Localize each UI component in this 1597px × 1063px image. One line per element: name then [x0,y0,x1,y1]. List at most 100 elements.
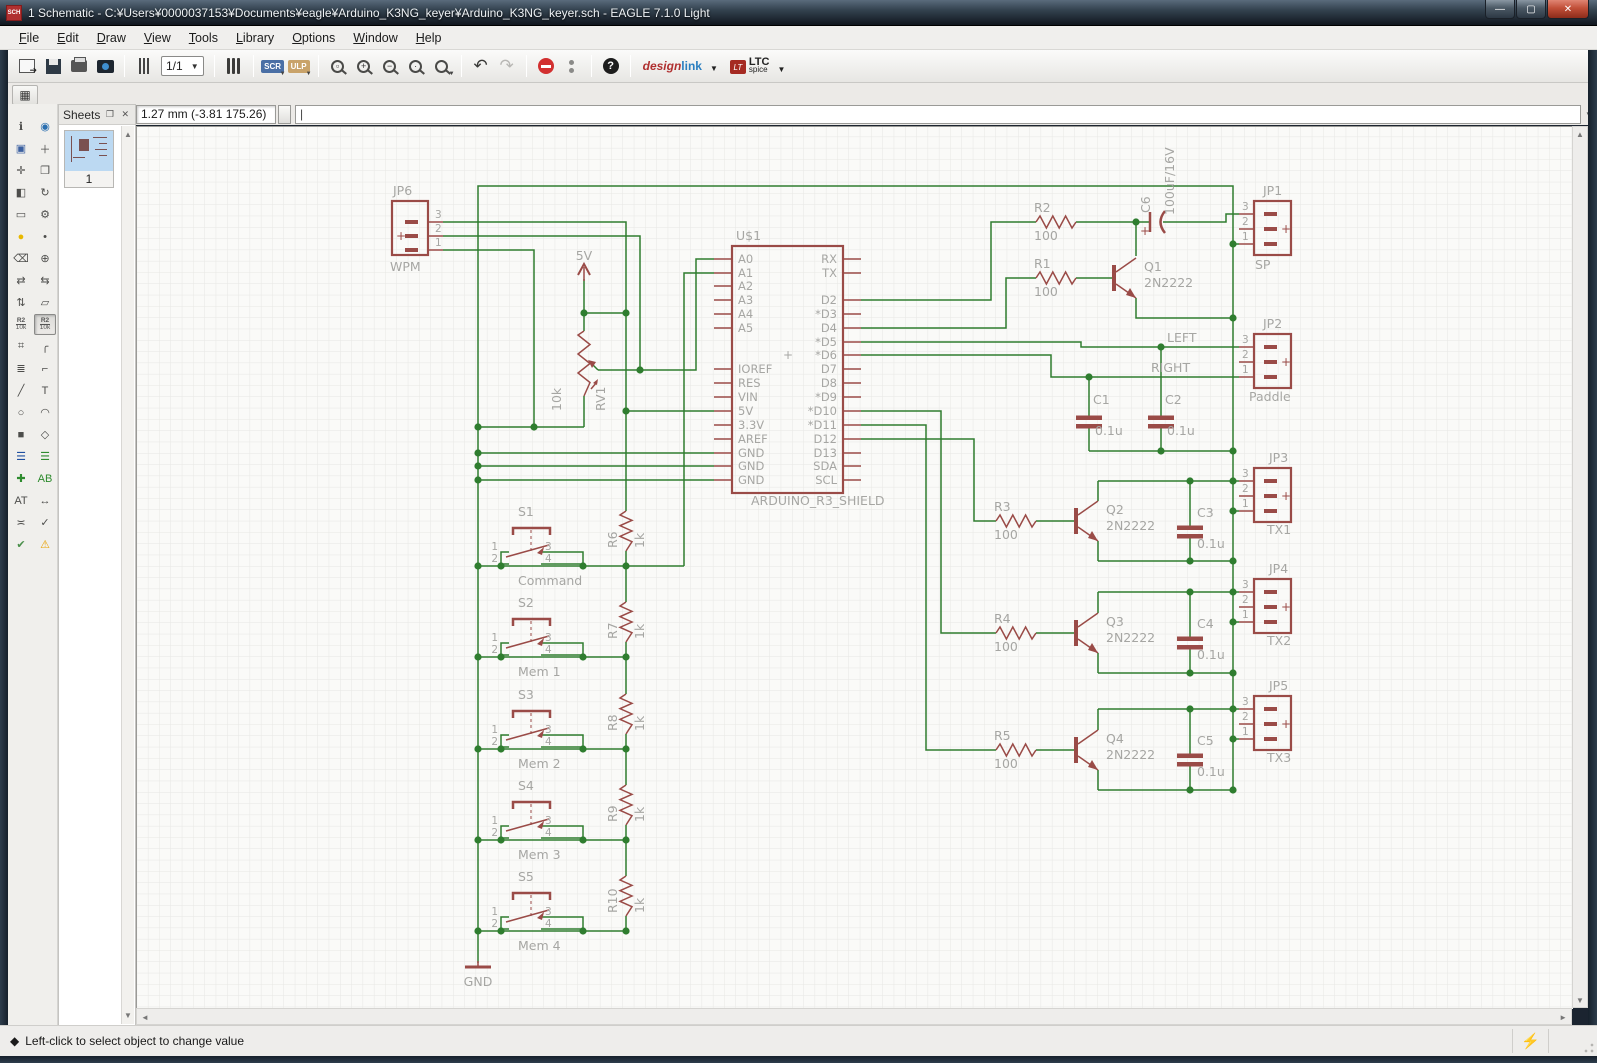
coordinate-mode-button[interactable] [278,105,291,124]
minimize-button[interactable]: — [1485,0,1515,19]
tool-show-icon[interactable]: ◉ [40,121,50,133]
tool-split-icon[interactable]: ≣ [16,363,26,375]
menu-draw[interactable]: Draw [96,30,126,45]
component-S4[interactable] [505,800,552,832]
menu-library[interactable]: Library [235,30,275,45]
board-icon[interactable] [131,54,157,78]
tool-paint-icon[interactable]: ● [17,230,25,243]
close-panel-icon[interactable]: ✕ [121,109,129,119]
tool-display-icon[interactable]: ▣ [15,143,27,155]
redo-icon[interactable]: ↷ [499,56,514,75]
component-S2[interactable] [505,617,552,649]
connector-JP3[interactable] [1239,466,1293,524]
open-icon[interactable] [14,54,40,78]
help-icon[interactable]: ? [598,54,624,78]
layers-icon[interactable] [221,54,247,78]
component-S3[interactable] [505,709,552,741]
command-input[interactable]: | [295,105,1581,124]
resize-grip[interactable] [1584,1043,1594,1053]
tool-dimension-icon[interactable]: ↔ [39,494,51,507]
component-S1[interactable] [505,526,552,558]
close-button[interactable]: ✕ [1547,0,1589,19]
horizontal-scrollbar[interactable]: ◄► [136,1008,1572,1025]
stop-icon[interactable] [533,54,559,78]
menu-edit[interactable]: Edit [57,30,79,45]
tool-smash-icon[interactable]: ⌗ [17,340,25,352]
tool-junction-icon[interactable]: ✚ [16,473,26,485]
menu-file[interactable]: File [19,30,40,45]
run-ulp-icon[interactable]: ULP▼ [286,54,312,78]
tool-erc-check-icon[interactable]: ✓ [40,517,50,529]
tool-rect-icon[interactable]: ■ [17,428,25,441]
tool-miter-icon[interactable]: ╭ [41,341,49,353]
sheet-item-1[interactable]: 1 [64,130,114,188]
tool-invoke-icon[interactable]: ⌐ [41,362,49,375]
tool-bus-icon[interactable]: ☰ [16,451,26,463]
undo-icon[interactable]: ↶ [473,56,488,75]
menu-view[interactable]: View [143,30,171,45]
tool-optimize-icon[interactable]: • [43,230,47,243]
float-panel-icon[interactable]: ❐ [105,109,114,119]
tool-info-icon[interactable]: ℹ [18,121,24,133]
menu-options[interactable]: Options [292,30,336,45]
tool-array-icon[interactable]: ▱ [40,297,50,309]
tool-replace-icon[interactable]: ⇆ [40,275,50,287]
sheets-panel-header[interactable]: Sheets ❐ ✕ [59,105,135,125]
export-image-icon[interactable] [92,54,118,78]
connector-JP2[interactable] [1239,332,1293,390]
svg-text:D2: D2 [821,293,837,307]
tool-rotate-icon[interactable]: ↻ [40,187,50,199]
sheets-scrollbar[interactable]: ▲▼ [121,126,134,1024]
tool-mirror-icon[interactable]: ◧ [15,187,27,199]
maximize-button[interactable]: ▢ [1516,0,1546,19]
mark-icon[interactable] [559,54,585,78]
tool-group-icon[interactable]: ▭ [15,209,27,221]
component-U$1[interactable] [714,244,861,495]
connector-JP1[interactable] [1239,199,1293,257]
title-bar[interactable]: SCH 1 Schematic - C:¥Users¥0000037153¥Do… [0,0,1597,26]
component-S5[interactable] [505,891,552,923]
tool-wire-icon[interactable]: ╱ [17,385,25,397]
zoom-redraw-icon[interactable]: ▼ [429,54,455,78]
run-script-icon[interactable]: SCR▼ [260,54,286,78]
tool-move-icon[interactable]: ✛ [16,165,26,177]
tool-delete-icon[interactable]: ⌫ [13,253,29,265]
vertical-scrollbar[interactable]: ▲▼ [1572,126,1588,1008]
sheet-selector[interactable]: 1/1▼ [161,56,204,76]
zoom-fit-icon[interactable]: ▫ [325,54,351,78]
tool-attribute-icon[interactable]: AT [14,494,28,507]
tool-errors-icon[interactable]: ⚠ [40,539,50,551]
connector-JP6[interactable] [390,199,443,257]
zoom-out-icon[interactable]: − [377,54,403,78]
tool-pin-array-icon[interactable]: ≍ [16,517,26,529]
tool-net-icon[interactable]: ☰ [40,451,50,463]
zoom-select-icon[interactable]: · [403,54,429,78]
print-icon[interactable] [66,54,92,78]
zoom-in-icon[interactable]: + [351,54,377,78]
tool-pinswap-icon[interactable]: ⇄ [16,275,26,287]
menu-help[interactable]: Help [415,30,442,45]
save-icon[interactable] [40,54,66,78]
tool-label-icon[interactable]: AB [37,472,53,485]
tool-gateswap-icon[interactable]: ⇅ [16,297,26,309]
tool-add-icon[interactable]: ⊕ [40,253,50,265]
menu-window[interactable]: Window [353,30,398,45]
tool-text-icon[interactable]: T [41,384,49,397]
drc-bolt-icon[interactable]: ⚡ [1521,1033,1540,1050]
tool-erc-icon[interactable]: ✔ [16,539,26,551]
tool-copy-icon[interactable]: ❐ [40,165,50,177]
tool-arc-icon[interactable]: ◠ [40,407,50,419]
connector-JP5[interactable] [1239,694,1293,752]
menu-tools[interactable]: Tools [188,30,218,45]
tool-mark-icon[interactable]: ＋ [39,143,51,156]
grid-settings-button[interactable]: ▦ [12,85,38,105]
connector-JP4[interactable] [1239,577,1293,635]
tool-polygon-icon[interactable]: ◇ [40,429,50,441]
tool-circle-icon[interactable]: ○ [17,406,25,419]
tool-change-icon[interactable]: ⚙ [40,209,50,221]
